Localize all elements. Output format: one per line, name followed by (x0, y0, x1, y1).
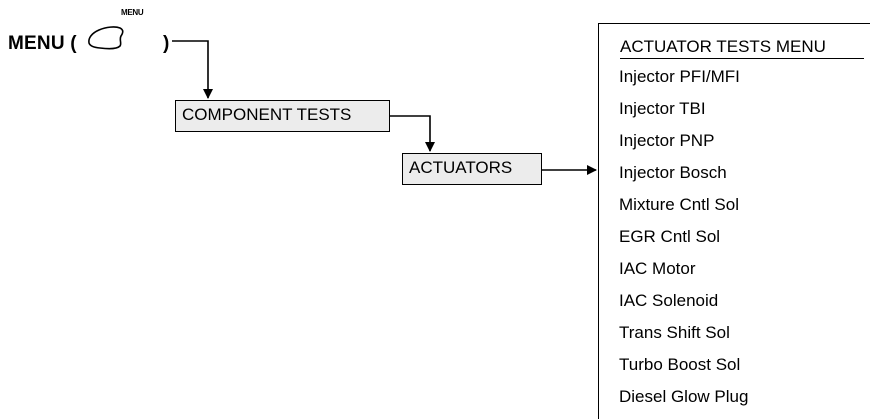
menu-key-icon (88, 26, 124, 50)
menu-close-paren: ) (163, 33, 170, 54)
connector-component-tests-to-actuators (390, 115, 435, 152)
menu-item-injector-tbi[interactable]: Injector TBI (619, 99, 706, 118)
menu-item-injector-pfi-mfi[interactable]: Injector PFI/MFI (619, 67, 740, 86)
menu-item-injector-bosch[interactable]: Injector Bosch (619, 163, 727, 182)
connector-menu-to-component-tests (172, 40, 213, 99)
menu-item-iac-solenoid[interactable]: IAC Solenoid (619, 291, 719, 310)
menu-key-caption: MENU (121, 8, 144, 17)
actuators-box[interactable]: ACTUATORS (402, 153, 542, 185)
component-tests-label: COMPONENT TESTS (182, 105, 352, 124)
menu-item-diesel-glow-plug[interactable]: Diesel Glow Plug (619, 387, 749, 406)
actuator-tests-menu-title: ACTUATOR TESTS MENU (620, 38, 864, 59)
menu-item-injector-pnp[interactable]: Injector PNP (619, 131, 715, 150)
menu-label: MENU ( (8, 33, 77, 54)
menu-item-iac-motor[interactable]: IAC Motor (619, 259, 696, 278)
menu-item-turbo-boost-sol[interactable]: Turbo Boost Sol (619, 355, 741, 374)
actuators-label: ACTUATORS (409, 158, 513, 177)
actuator-tests-menu-panel: ACTUATOR TESTS MENU Injector PFI/MFI Inj… (598, 23, 870, 419)
menu-item-egr-cntl-sol[interactable]: EGR Cntl Sol (619, 227, 721, 246)
menu-item-mixture-cntl-sol[interactable]: Mixture Cntl Sol (619, 195, 739, 214)
menu-item-trans-shift-sol[interactable]: Trans Shift Sol (619, 323, 730, 342)
component-tests-box[interactable]: COMPONENT TESTS (175, 100, 390, 132)
